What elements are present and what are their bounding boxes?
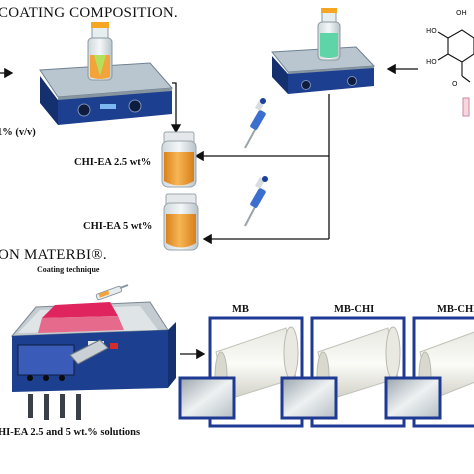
bottle-label-5: CHI-EA 5 wt% bbox=[83, 221, 153, 232]
heading-coating-composition: COATING COMPOSITION. bbox=[0, 5, 178, 21]
bottle-chi-ea-2-5 bbox=[161, 131, 197, 188]
heading-materbi: ON MATERBI®. bbox=[0, 247, 107, 263]
sample-panel-mb bbox=[178, 316, 304, 428]
molecule-structure bbox=[437, 29, 474, 83]
syringe-icon bbox=[95, 284, 129, 301]
coating-technique-label: Coating technique bbox=[37, 265, 100, 274]
beaker-bottle-right bbox=[317, 8, 341, 61]
solutions-caption: HI-EA 2.5 and 5 wt.% solutions bbox=[0, 427, 141, 438]
arrow-stirrer-to-bottle bbox=[170, 82, 182, 134]
sample-label-mb: MB bbox=[232, 304, 249, 315]
pipette-icon-top bbox=[244, 98, 266, 149]
sample-label-mb-chi: MB-CHI bbox=[334, 304, 375, 315]
test-tube-icon bbox=[462, 97, 470, 117]
oh-label: OH bbox=[456, 9, 467, 17]
sample-panel-mb-chi bbox=[280, 316, 406, 428]
volume-fraction-label: 1% (v/v) bbox=[0, 127, 36, 138]
sample-panel-mb-chi-2 bbox=[384, 316, 474, 428]
beaker-bottle-left bbox=[87, 22, 113, 81]
ho-label-1: HO bbox=[426, 27, 437, 35]
o-label: O bbox=[452, 80, 458, 88]
bottle-label-2-5: CHI-EA 2.5 wt% bbox=[74, 157, 152, 168]
ho-label-2: HO bbox=[426, 58, 437, 66]
bottle-chi-ea-5 bbox=[163, 193, 199, 251]
coater-machine bbox=[10, 301, 176, 420]
sample-label-mb-chi-2: MB-CHI bbox=[437, 304, 474, 315]
pipette-icon-bottom bbox=[244, 176, 268, 227]
